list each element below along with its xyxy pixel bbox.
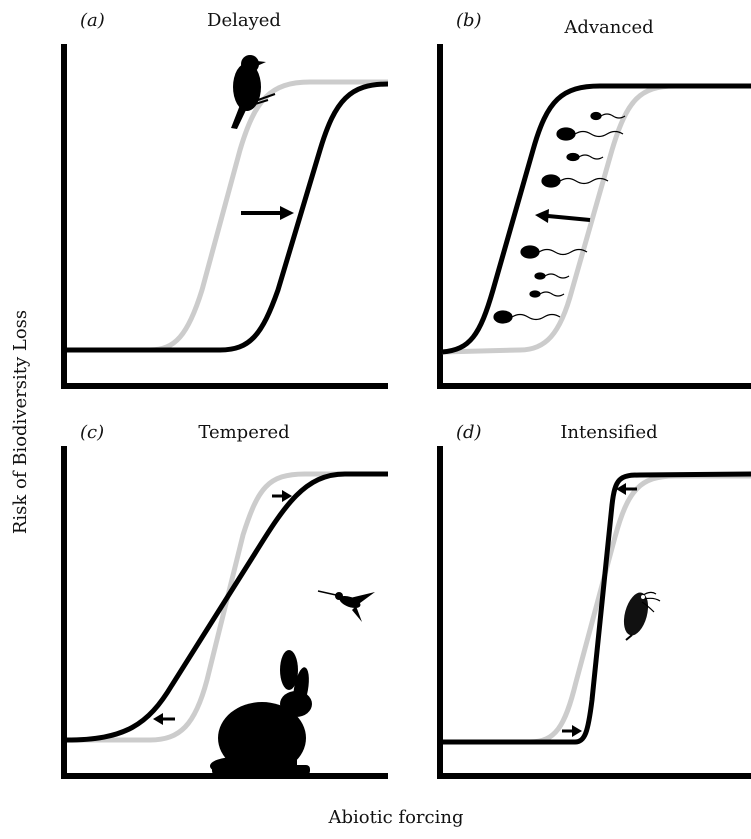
arrow-left-icon — [535, 209, 591, 223]
panel-b-shifted-curve — [441, 83, 751, 355]
arrow-right-icon — [562, 725, 582, 737]
panel-a-axes — [61, 44, 388, 389]
panel-c-reference-curve — [66, 471, 388, 743]
panel-a-letter: (a) — [80, 10, 105, 31]
panel-c: (c) Tempered — [61, 422, 388, 779]
bird-silhouette-icon — [231, 55, 276, 129]
y-axis-label: Risk of Biodiversity Loss — [10, 310, 31, 534]
arrow-right-icon — [241, 206, 294, 220]
sperm-cells-icon — [493, 111, 626, 324]
panel-b-axes — [437, 44, 751, 389]
panel-b-title: Advanced — [563, 17, 653, 38]
panel-d-letter: (d) — [456, 422, 482, 443]
panel-d-reference-curve — [520, 473, 751, 745]
panel-d: (d) Intensified — [437, 422, 751, 779]
panel-b-letter: (b) — [456, 10, 482, 31]
panel-d-shifted-curve — [442, 471, 751, 745]
panel-c-title: Tempered — [198, 422, 289, 443]
arrow-left-icon — [616, 483, 637, 495]
panel-c-letter: (c) — [80, 422, 104, 443]
hummingbird-silhouette-icon — [317, 590, 375, 622]
rabbit-silhouette-icon — [210, 650, 312, 775]
panel-d-title: Intensified — [560, 422, 657, 443]
daphnia-icon — [623, 591, 661, 641]
panel-a: (a) Delayed — [61, 10, 389, 389]
panel-a-title: Delayed — [207, 10, 281, 31]
arrow-right-icon — [272, 490, 292, 502]
panel-c-axes — [61, 446, 388, 779]
panel-b: (b) Advanced — [437, 10, 751, 389]
panel-d-axes — [437, 446, 751, 779]
arrow-left-icon — [153, 713, 175, 725]
panel-a-shifted-curve — [66, 81, 389, 353]
panel-c-shifted-curve — [65, 471, 388, 743]
panel-b-reference-curve — [441, 83, 751, 355]
x-axis-label: Abiotic forcing — [328, 807, 464, 828]
panel-a-reference-curve — [66, 79, 388, 353]
